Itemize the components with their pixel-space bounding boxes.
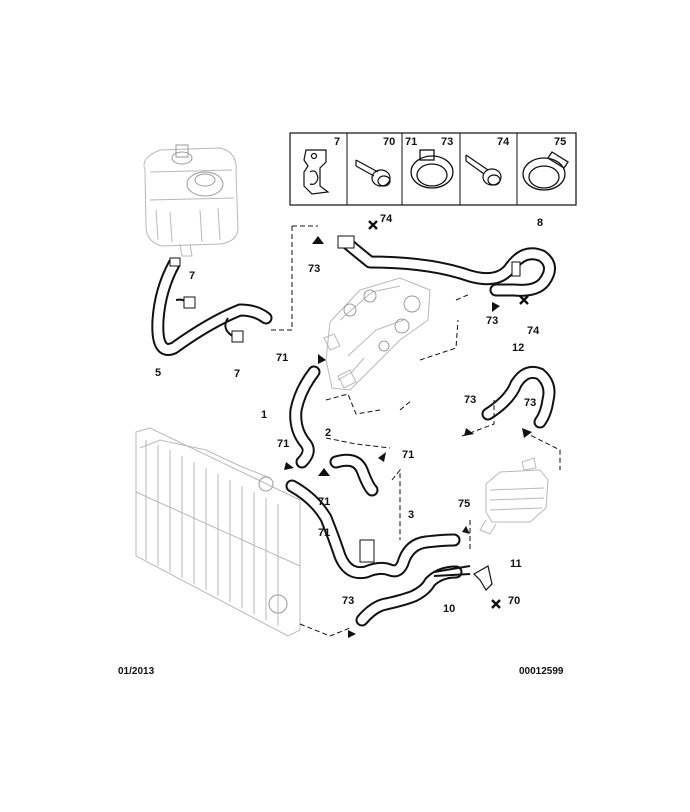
parts-legend: 7 70 71 73 74 75 (289, 132, 577, 206)
callout-7-lower: 7 (234, 368, 240, 380)
legend-number-70: 70 (383, 136, 395, 148)
hose-8 (337, 235, 556, 297)
hose-2 (329, 453, 379, 497)
callout-73-bottom: 73 (342, 595, 354, 607)
callout-71-right: 71 (402, 449, 414, 461)
callout-71-center: 71 (318, 496, 330, 508)
callout-73-mid: 73 (464, 394, 476, 406)
thermostat-housing (323, 277, 431, 391)
screw-icon (465, 154, 502, 186)
pointer-arrows (284, 236, 532, 638)
legend-number-74: 74 (497, 136, 510, 148)
callout-71-bottom: 71 (318, 527, 330, 539)
callout-71-top: 71 (276, 352, 288, 364)
callout-labels: 7 7 5 74 73 8 73 74 71 12 73 73 1 2 71 7… (155, 213, 543, 615)
callout-73-mid-right: 73 (524, 397, 536, 409)
footer-reference: 00012599 (519, 666, 564, 677)
hose-1 (289, 365, 321, 469)
callout-74-upper: 74 (380, 213, 393, 225)
bolt-icon (355, 159, 391, 187)
legend-number-73: 73 (441, 136, 453, 148)
radiator (135, 427, 301, 637)
callout-73-upper: 73 (308, 263, 320, 275)
callout-73-right: 73 (486, 315, 498, 327)
callout-11: 11 (510, 558, 522, 570)
callout-12: 12 (512, 342, 524, 354)
callout-7-upper: 7 (189, 270, 195, 282)
legend-number-7: 7 (334, 136, 340, 148)
callout-75: 75 (458, 498, 470, 510)
callout-3: 3 (408, 509, 414, 521)
expansion-tank (143, 144, 239, 257)
worm-clamp-icon (522, 151, 569, 191)
hose-12 (481, 365, 556, 429)
callout-71-left: 71 (277, 438, 289, 450)
band-clamp-icon (410, 149, 454, 189)
callout-2: 2 (325, 427, 331, 439)
footer-date: 01/2013 (118, 666, 155, 677)
callout-10: 10 (443, 603, 455, 615)
callout-boxes (183, 296, 244, 343)
hose-10 (355, 565, 463, 627)
hose-5 (151, 257, 273, 356)
oil-cooler (479, 457, 549, 535)
callout-70: 70 (508, 595, 520, 607)
bracket-11 (433, 565, 493, 591)
callout-1: 1 (261, 409, 267, 421)
callout-74-right: 74 (527, 325, 540, 337)
legend-number-71: 71 (405, 136, 417, 148)
hose-lower-radiator (285, 479, 461, 580)
clip-icon (303, 149, 330, 195)
callout-5: 5 (155, 367, 161, 379)
legend-number-75: 75 (554, 136, 566, 148)
cross-markers (368, 220, 529, 609)
callout-8: 8 (537, 217, 543, 229)
leader-lines (268, 225, 561, 637)
